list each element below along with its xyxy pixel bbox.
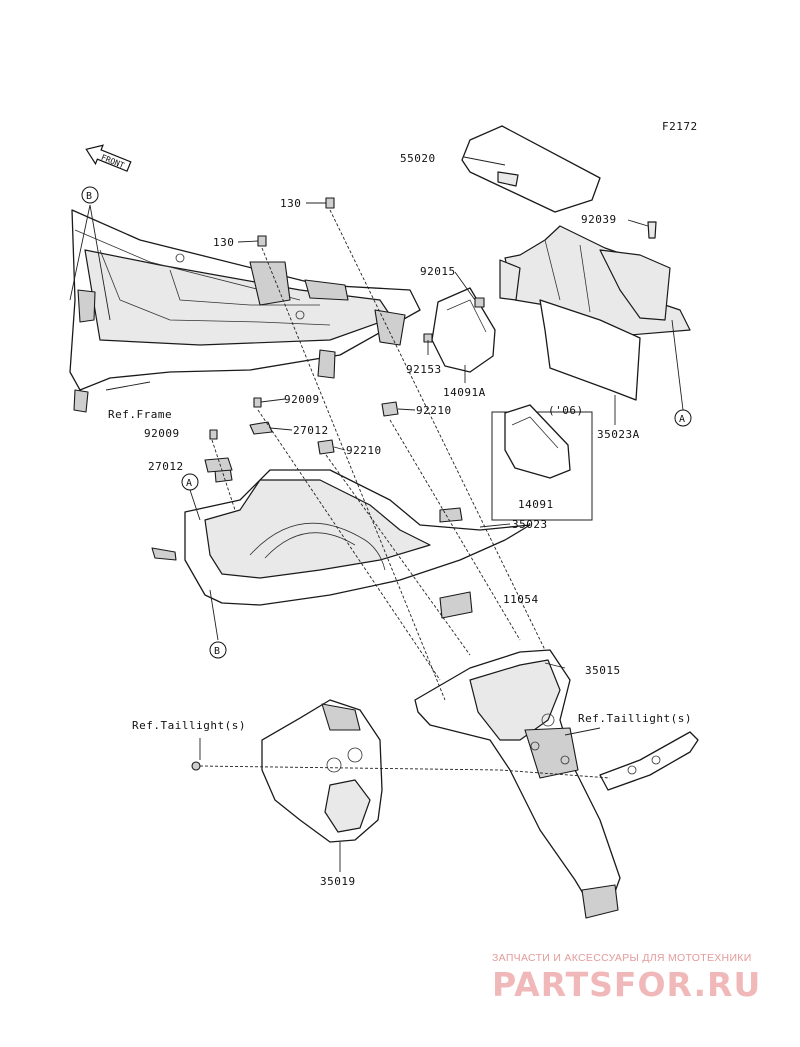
watermark-logo: PARTSFOR.RU: [492, 965, 762, 1004]
circle-mark-a-right: A: [674, 409, 692, 427]
figure-code: F2172: [662, 120, 698, 133]
bracket-11054: [439, 591, 473, 619]
callout-130-b: 130: [213, 236, 234, 249]
circle-mark-a-left: A: [181, 473, 199, 491]
rear-fender-35023: [151, 467, 531, 606]
callout-92153: 92153: [406, 363, 442, 376]
callout-14091a: 14091A: [443, 386, 486, 399]
callout-92210-a: 92210: [416, 404, 452, 417]
taillight-cover-35019: [261, 699, 383, 843]
callout-27012-b: 27012: [148, 460, 184, 473]
cover-14091a: [431, 287, 496, 373]
svg-text:A: A: [186, 478, 192, 489]
svg-text:B: B: [86, 191, 92, 202]
callout-27012-a: 27012: [293, 424, 329, 437]
callout-92015: 92015: [420, 265, 456, 278]
watermark-tagline: ЗАПЧАСТИ И АКСЕССУАРЫ ДЛЯ МОТОТЕХНИКИ: [492, 952, 752, 964]
callout-35023: 35023: [512, 518, 548, 531]
callout-14091: 14091: [518, 498, 554, 511]
callout-ref-frame: Ref.Frame: [108, 408, 172, 421]
callout-35023a: 35023A: [597, 428, 640, 441]
variant-box: [491, 404, 593, 521]
fasteners: [191, 197, 485, 771]
callout-92009-b: 92009: [144, 427, 180, 440]
leader-lines: [69, 156, 684, 872]
callout-ref-taillight-left: Ref.Taillight(s): [132, 719, 246, 732]
circle-mark-b-bottom: B: [209, 641, 227, 659]
callout-35019: 35019: [320, 875, 356, 888]
callout-11054: 11054: [503, 593, 539, 606]
callout-06: ('06): [548, 404, 584, 417]
frame-assembly: [69, 209, 421, 413]
battery-case-assembly: [461, 125, 691, 401]
callout-92210-b: 92210: [346, 444, 382, 457]
callout-55020: 55020: [400, 152, 436, 165]
front-arrow-icon: FRONT: [85, 144, 132, 172]
flap-35015: [414, 649, 621, 919]
callout-35015: 35015: [585, 664, 621, 677]
callout-ref-taillight-right: Ref.Taillight(s): [578, 712, 692, 725]
callout-92039: 92039: [581, 213, 617, 226]
svg-text:B: B: [214, 646, 220, 657]
callout-130-a: 130: [280, 197, 301, 210]
svg-text:A: A: [679, 414, 685, 425]
callout-92009-a: 92009: [284, 393, 320, 406]
circle-mark-b-top: B: [81, 186, 99, 204]
turn-signal-bracket: [599, 731, 699, 791]
